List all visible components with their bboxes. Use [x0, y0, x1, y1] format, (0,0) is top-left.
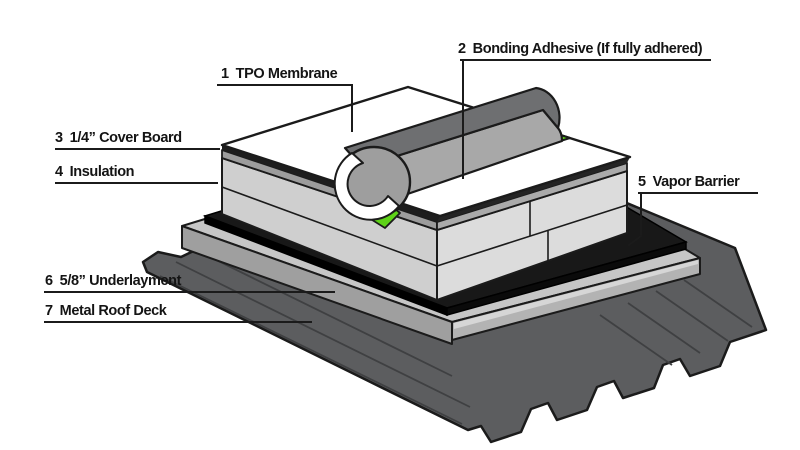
label-number: 1 — [221, 66, 229, 82]
roll-top-side — [343, 86, 561, 169]
roll-curl-white-lip — [333, 152, 400, 221]
label-metal-roof-deck: 7 Metal Roof Deck — [45, 303, 167, 320]
label-text: Bonding Adhesive (If fully adhered) — [472, 41, 703, 57]
label-number: 7 — [45, 303, 53, 319]
label-number: 5 — [638, 174, 646, 190]
cover-board-right-face — [436, 162, 628, 231]
label-text: 5/8” Underlayment — [59, 273, 182, 289]
label-text: Vapor Barrier — [652, 174, 740, 190]
insulation-board-joints — [221, 186, 628, 267]
label-cover-board: 3 1/4” Cover Board — [55, 130, 182, 147]
label-number: 4 — [55, 164, 63, 180]
label-text: 1/4” Cover Board — [69, 130, 182, 146]
label-tpo-membrane: 1 TPO Membrane — [221, 66, 338, 83]
membrane-edge-right — [437, 157, 630, 222]
leader-5-elbow — [627, 234, 643, 247]
deck-rib-lines — [159, 251, 753, 425]
label-vapor-barrier: 5 Vapor Barrier — [638, 174, 740, 191]
label-number: 3 — [55, 130, 63, 146]
label-text: TPO Membrane — [235, 66, 338, 82]
underlayment-left-face — [181, 225, 453, 345]
label-text: Metal Roof Deck — [59, 303, 167, 319]
label-text: Insulation — [69, 164, 135, 180]
label-insulation: 4 Insulation — [55, 164, 135, 181]
label-underlayment: 6 5/8” Underlayment — [45, 273, 182, 290]
vapor-barrier-right-face — [446, 241, 687, 316]
label-bonding-adhesive: 2 Bonding Adhesive (If fully adhered) — [458, 41, 703, 58]
label-number: 6 — [45, 273, 53, 289]
label-number: 2 — [458, 41, 466, 57]
callout-leader-lines — [44, 59, 758, 323]
underlayment-right-face-highlight — [454, 260, 698, 329]
